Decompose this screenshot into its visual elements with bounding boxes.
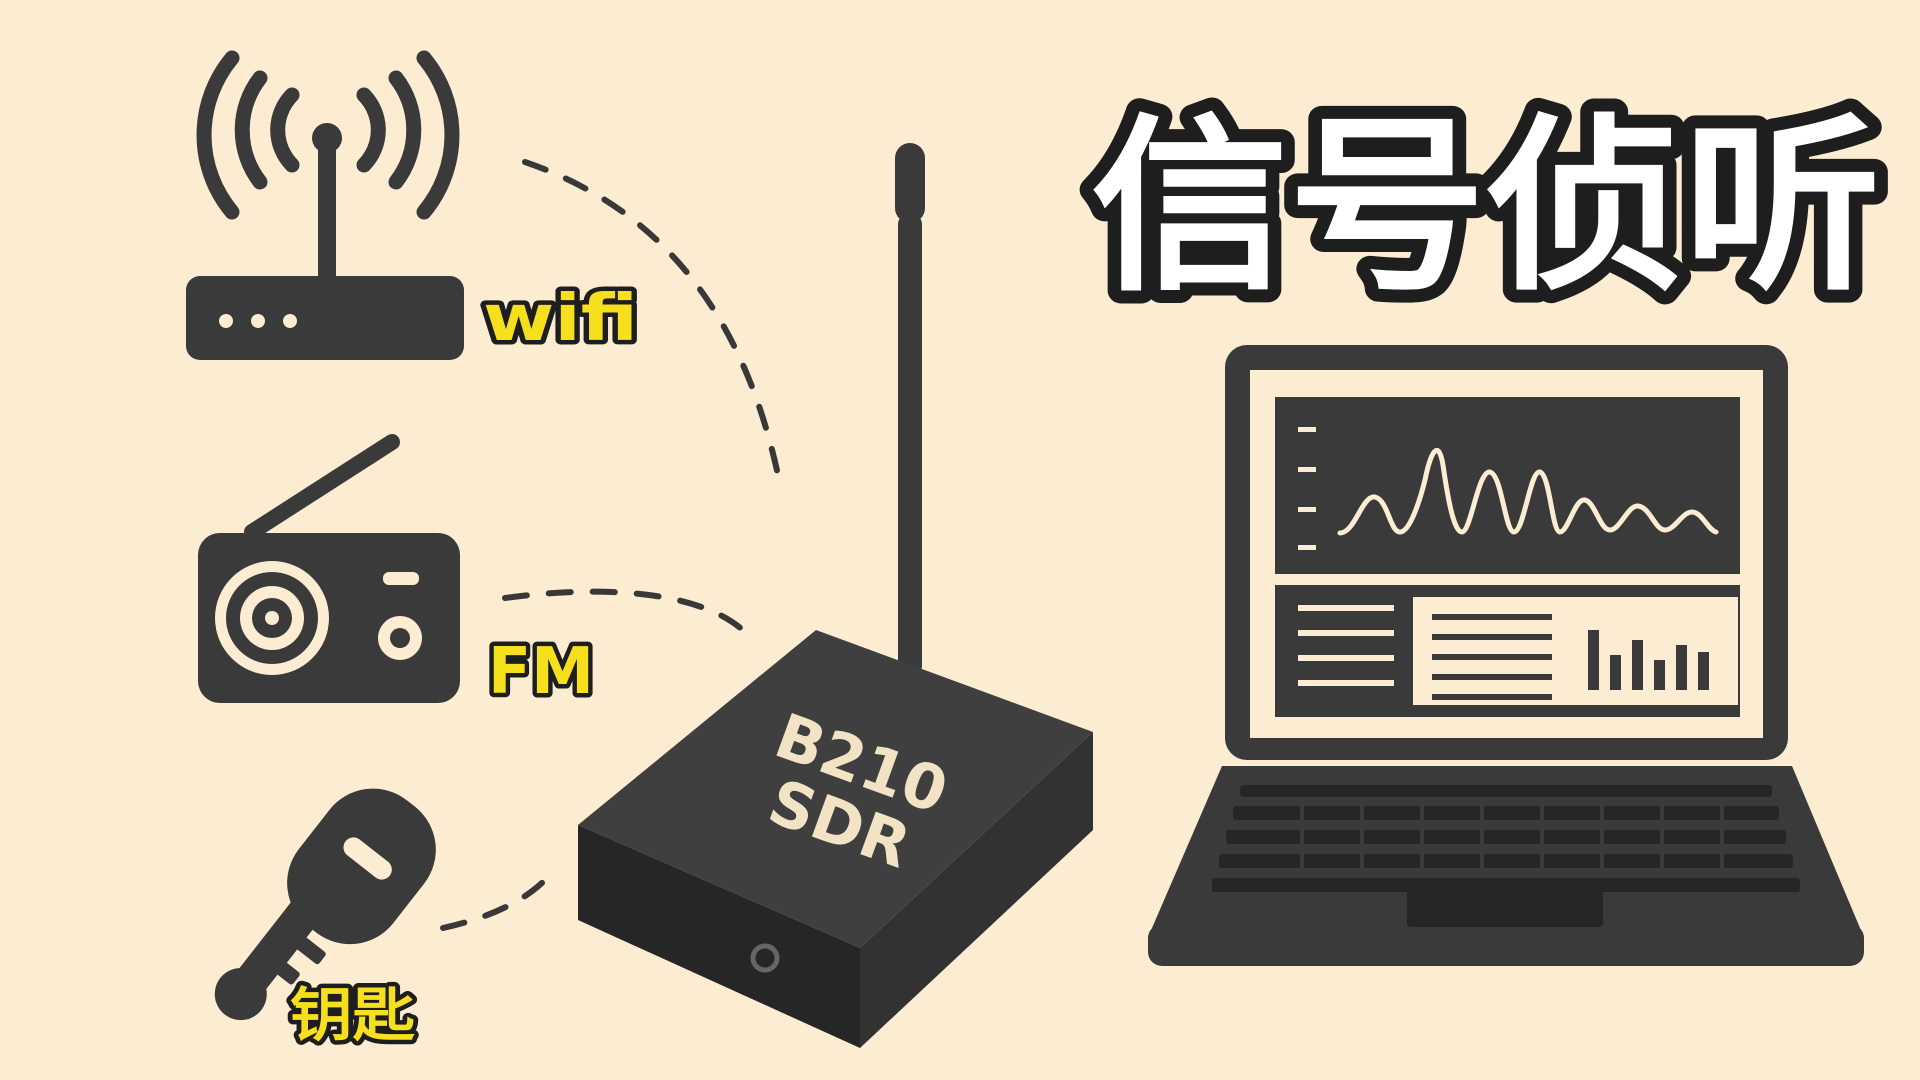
sdr-device: B210 SDR	[578, 143, 1093, 1048]
car-key-icon	[214, 788, 436, 1021]
wifi-label: wifi	[483, 282, 638, 356]
key-signal-link	[440, 877, 548, 931]
page-title: 信号侦听	[1091, 98, 1881, 317]
laptop-touchpad	[1407, 889, 1603, 927]
laptop-icon	[1148, 345, 1864, 966]
radio-icon	[198, 434, 460, 703]
sdr-antenna-tip	[895, 143, 925, 223]
fm-signal-link	[502, 588, 748, 635]
spectrum-waveform	[1337, 447, 1719, 536]
wifi-signal-link	[522, 159, 781, 478]
wifi-router-icon	[186, 50, 464, 360]
power-led-icon	[750, 943, 780, 973]
key-label: 钥匙	[290, 981, 415, 1049]
fm-label: FM	[488, 635, 594, 709]
sdr-antenna	[898, 215, 922, 675]
